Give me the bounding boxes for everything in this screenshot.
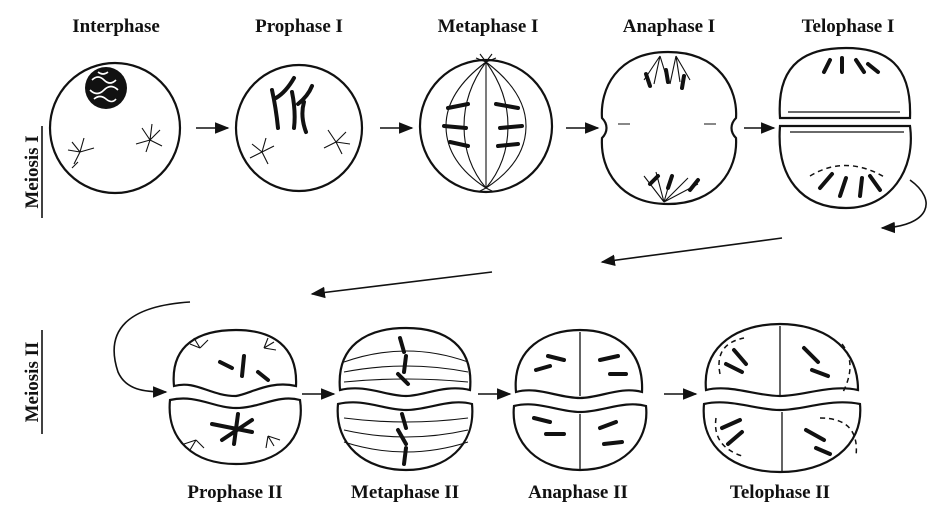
label-telophase-2: Telophase II (730, 482, 830, 503)
label-prophase-1: Prophase I (255, 16, 343, 37)
cell-interphase (50, 63, 180, 193)
arrow-curve-left (114, 302, 190, 392)
cell-telophase-2 (704, 324, 861, 472)
cell-telophase-1 (780, 48, 911, 208)
arrow-diagonal-2 (312, 272, 492, 294)
label-anaphase-2: Anaphase II (528, 482, 628, 503)
label-prophase-2: Prophase II (187, 482, 282, 503)
cell-prophase-1 (236, 65, 362, 191)
cell-metaphase-2 (338, 328, 473, 470)
cell-anaphase-1 (602, 52, 736, 204)
arrow-diagonal-1 (602, 238, 782, 262)
cell-metaphase-1 (420, 54, 552, 192)
label-metaphase-2: Metaphase II (351, 482, 459, 503)
cell-anaphase-2 (514, 330, 647, 470)
arrow-curve-right (882, 180, 926, 228)
row-label-meiosis-1: Meiosis I (22, 135, 43, 208)
label-metaphase-1: Metaphase I (438, 16, 539, 37)
label-telophase-1: Telophase I (802, 16, 895, 37)
cell-prophase-2 (170, 330, 301, 464)
row-label-meiosis-2: Meiosis II (22, 342, 43, 423)
label-anaphase-1: Anaphase I (623, 16, 715, 37)
label-interphase: Interphase (72, 16, 160, 37)
